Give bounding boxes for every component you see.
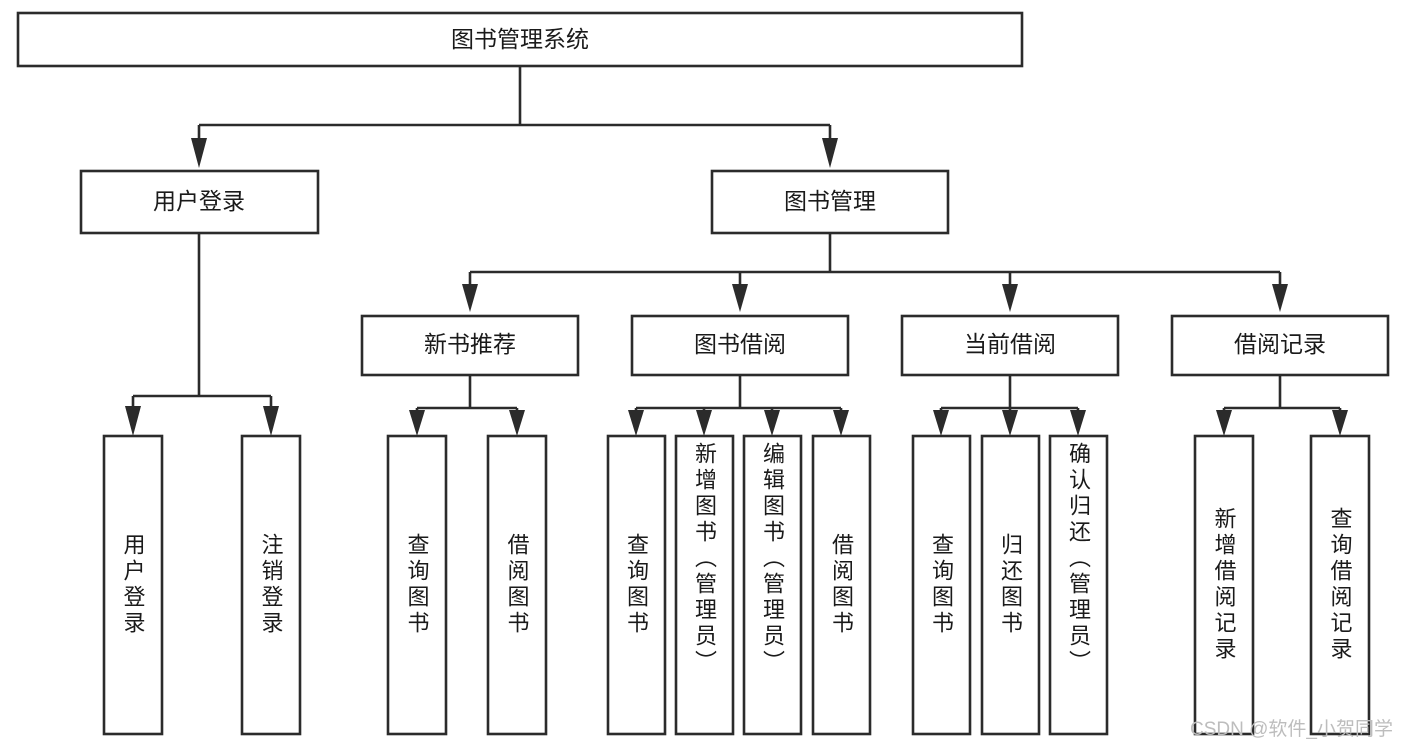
arrow-head-leaf-add-book [696,410,712,436]
connector-bookmanage-to-level3 [462,233,1288,312]
connector-bookborrow-to-leaves [628,375,849,436]
node-book-manage[interactable]: 图书管理 [710,169,950,235]
node-root-label: 图书管理系统 [451,26,589,52]
node-book-borrow-label: 图书借阅 [694,331,786,357]
node-root-box[interactable] [16,11,1024,68]
arrow-head-borrow-record [1272,284,1288,312]
arrow-head-leaf-add-record [1216,410,1232,436]
arrow-head-leaf-user-login [125,406,141,436]
leaf-box-query-book-b[interactable] [606,434,667,736]
leaf-box-query-book-a[interactable] [386,434,448,736]
leaf-box-user-login[interactable] [102,434,164,736]
connector-borrowrecord-to-leaves [1216,375,1348,436]
node-new-book-rec[interactable]: 新书推荐 [360,314,580,377]
leaf-box-confirm-return[interactable] [1048,434,1109,736]
leaf-box-return-book[interactable] [980,434,1041,736]
node-new-book-rec-label: 新书推荐 [424,331,516,357]
arrow-head-leaf-edit-book [764,410,780,436]
leaf-box-borrow-book-a[interactable] [486,434,548,736]
arrow-head-leaf-query-record [1332,410,1348,436]
node-user-login-label: 用户登录 [153,188,245,214]
node-user-login-box[interactable] [79,169,320,235]
connector-newbook-to-leaves [409,375,525,436]
leaf-box-add-book[interactable] [674,434,735,736]
node-user-login[interactable]: 用户登录 [79,169,320,235]
arrow-head-leaf-query-book-c [933,410,949,436]
node-borrow-record-box[interactable] [1170,314,1390,377]
arrow-head-current-borrow [1002,284,1018,312]
arrow-head-leaf-borrow-book-b [833,410,849,436]
node-current-borrow[interactable]: 当前借阅 [900,314,1120,377]
node-borrow-record[interactable]: 借阅记录 [1170,314,1390,377]
connector-userlogin-to-leaves [125,233,279,436]
node-current-borrow-box[interactable] [900,314,1120,377]
arrow-head-book-manage [822,138,838,168]
leaf-box-edit-book[interactable] [742,434,803,736]
leaf-box-borrow-book-b[interactable] [811,434,872,736]
node-book-borrow-box[interactable] [630,314,850,377]
arrow-head-book-borrow [732,284,748,312]
leaf-box-query-book-c[interactable] [911,434,972,736]
leaf-box-logout[interactable] [240,434,302,736]
node-current-borrow-label: 当前借阅 [964,331,1056,357]
node-book-manage-box[interactable] [710,169,950,235]
arrow-head-leaf-return-book [1002,410,1018,436]
arrow-head-leaf-borrow-book-a [509,410,525,436]
leaf-box-query-record[interactable] [1309,434,1371,736]
arrow-head-leaf-confirm-return [1070,410,1086,436]
connector-currentborrow-to-leaves [933,375,1086,436]
node-root[interactable]: 图书管理系统 [16,11,1024,68]
node-new-book-rec-box[interactable] [360,314,580,377]
connector-root-to-level2 [191,66,838,168]
arrow-head-leaf-logout [263,406,279,436]
arrow-head-leaf-query-book-b [628,410,644,436]
leaf-box-add-record[interactable] [1193,434,1255,736]
node-book-manage-label: 图书管理 [784,188,876,214]
node-borrow-record-label: 借阅记录 [1234,331,1326,357]
arrow-head-new-book-rec [462,284,478,312]
arrow-head-leaf-query-book-a [409,410,425,436]
node-book-borrow[interactable]: 图书借阅 [630,314,850,377]
arrow-head-user-login [191,138,207,168]
